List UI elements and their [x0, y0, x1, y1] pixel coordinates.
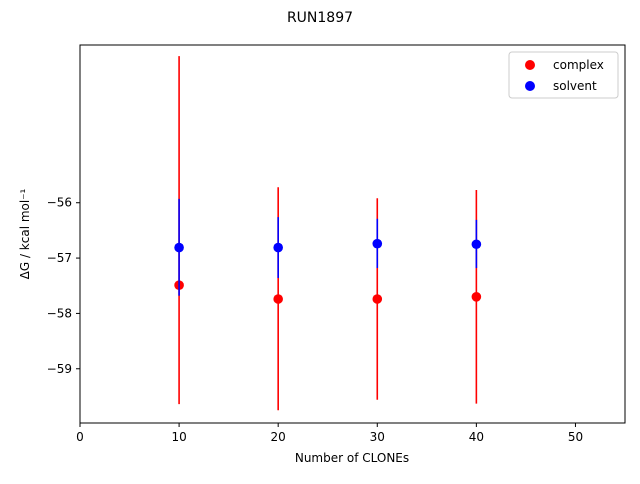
legend-marker-complex	[525, 60, 535, 70]
x-axis-ticks: 0 10 20 30 40 50	[76, 423, 583, 444]
legend-box	[508, 51, 619, 99]
legend-label-solvent: solvent	[553, 79, 597, 93]
x-tick-label: 50	[568, 430, 583, 444]
data-point-solvent	[372, 238, 383, 249]
legend: complex solvent	[508, 51, 619, 99]
legend-marker-solvent	[525, 81, 535, 91]
data-point-solvent	[273, 242, 283, 253]
legend-label-complex: complex	[553, 58, 604, 72]
y-axis-label: ΔG / kcal mol⁻¹	[18, 188, 32, 279]
x-axis-label: Number of CLONEs	[295, 451, 409, 465]
y-tick-label: −56	[47, 196, 72, 210]
chart-title: RUN1897	[287, 10, 353, 26]
y-axis-ticks: −59 −58 −57 −56	[47, 196, 80, 376]
y-tick-label: −57	[47, 251, 72, 265]
x-tick-label: 20	[271, 430, 286, 444]
x-tick-label: 30	[370, 430, 385, 444]
plot-frame	[79, 44, 626, 424]
data-marks	[174, 56, 482, 411]
x-tick-label: 0	[76, 430, 84, 444]
data-point-complex	[273, 294, 283, 304]
x-tick-label: 40	[469, 430, 484, 444]
data-point-solvent	[471, 239, 482, 250]
x-tick-label: 10	[171, 430, 186, 444]
data-point-solvent	[174, 242, 184, 253]
data-point-complex	[471, 292, 482, 302]
y-tick-label: −59	[47, 362, 72, 376]
y-tick-label: −58	[47, 306, 72, 320]
data-point-complex	[372, 294, 383, 304]
